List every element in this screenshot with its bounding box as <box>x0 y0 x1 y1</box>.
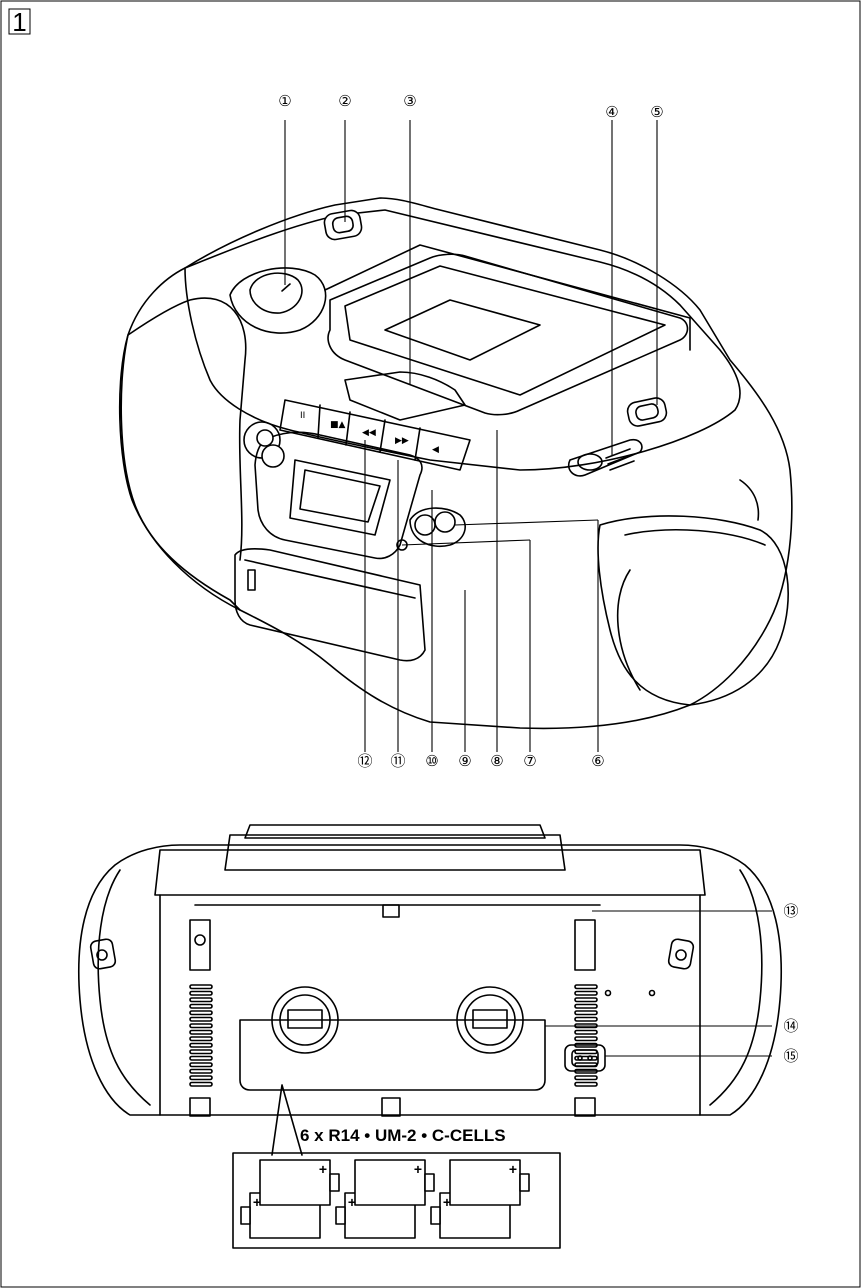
vent-slot <box>574 1029 598 1035</box>
battery-cell <box>354 1159 426 1206</box>
ac-power-socket <box>564 1044 606 1072</box>
vent-slot <box>189 1075 213 1081</box>
polarity-plus: + <box>253 1194 261 1210</box>
figure-number: 1 <box>12 7 26 37</box>
battery-spec-label: 6 x R14 • UM-2 • C-CELLS <box>300 1126 506 1145</box>
cassette-buttons: II ■▲ ◀◀ ▶▶ ◀ <box>279 399 471 471</box>
top-panel <box>184 209 741 471</box>
callout-15: ⑮ <box>783 1047 798 1065</box>
polarity-plus: + <box>348 1194 356 1210</box>
svg-text:II: II <box>300 411 305 421</box>
vent-slot <box>574 990 598 996</box>
svg-text:■▲: ■▲ <box>330 420 346 430</box>
vent-slot <box>574 1075 598 1081</box>
vent-slot <box>574 1010 598 1016</box>
left-side-knob <box>89 938 117 970</box>
callout-10: ⑩ <box>425 752 438 770</box>
svg-text:◀◀: ◀◀ <box>362 428 376 438</box>
back-body-outline <box>77 844 783 1116</box>
vent-slot <box>574 984 598 990</box>
vent-slot <box>574 1016 598 1022</box>
boombox-front-view: II ■▲ ◀◀ ▶▶ ◀ <box>118 197 793 730</box>
figure-number-box: 1 <box>8 7 31 37</box>
vent-slot <box>574 997 598 1003</box>
callout-7: ⑦ <box>523 752 536 770</box>
callout-4: ④ <box>605 103 618 121</box>
polarity-plus: + <box>414 1161 422 1177</box>
vent-slot <box>189 1010 213 1016</box>
polarity-plus: + <box>319 1161 327 1177</box>
svg-text:▶▶: ▶▶ <box>395 436 409 446</box>
callout-2: ② <box>338 92 351 110</box>
vent-slot <box>189 1049 213 1055</box>
svg-text:◀: ◀ <box>432 445 439 455</box>
vent-slot <box>574 1055 598 1061</box>
vent-slot <box>189 1036 213 1042</box>
battery-cell-pair: ++ <box>335 1159 435 1239</box>
rear-feet <box>189 919 596 1117</box>
battery-inset: 6 x R14 • UM-2 • C-CELLS ++++++ <box>232 1084 561 1249</box>
volume-knob <box>229 267 327 334</box>
right-side-knob <box>667 938 695 970</box>
callout-13: ⑬ <box>783 902 798 920</box>
callout-leaders <box>284 120 772 1057</box>
front-grille <box>234 548 426 662</box>
vent-slot <box>189 1081 213 1087</box>
callout-14: ⑭ <box>783 1017 798 1035</box>
battery-cell-pair: ++ <box>430 1159 530 1239</box>
callout-11: ⑪ <box>390 752 405 770</box>
vent-slot <box>189 1023 213 1029</box>
vent-slot <box>189 990 213 996</box>
vent-slot <box>189 1003 213 1009</box>
vent-slot <box>574 1003 598 1009</box>
vent-slot <box>189 984 213 990</box>
callout-1: ① <box>278 92 291 110</box>
vent-slot <box>189 1042 213 1048</box>
battery-cell-pair: ++ <box>240 1159 340 1239</box>
cd-open-button <box>323 209 363 241</box>
vent-slot <box>189 1055 213 1061</box>
boombox-back-view <box>77 824 783 1117</box>
left-speaker <box>120 297 247 611</box>
vent-slot <box>189 997 213 1003</box>
vent-slot <box>189 1062 213 1068</box>
battery-compartment <box>239 1019 546 1091</box>
right-round-buttons <box>396 507 466 551</box>
cassette-door <box>254 431 423 560</box>
callout-3: ③ <box>403 92 416 110</box>
vent-slot <box>189 1016 213 1022</box>
polarity-plus: + <box>509 1161 517 1177</box>
callout-8: ⑧ <box>490 752 503 770</box>
vent-slot <box>574 1081 598 1087</box>
callout-5: ⑤ <box>650 103 663 121</box>
callout-6: ⑥ <box>591 752 604 770</box>
vent-slot <box>574 1036 598 1042</box>
callout-9: ⑨ <box>458 752 471 770</box>
battery-cell <box>449 1159 521 1206</box>
tuning-control <box>567 438 643 477</box>
callout-12: ⑫ <box>357 752 372 770</box>
left-round-buttons <box>243 421 285 468</box>
right-speaker <box>597 515 789 706</box>
vent-slot <box>189 1029 213 1035</box>
polarity-plus: + <box>443 1194 451 1210</box>
vent-slot <box>189 1068 213 1074</box>
